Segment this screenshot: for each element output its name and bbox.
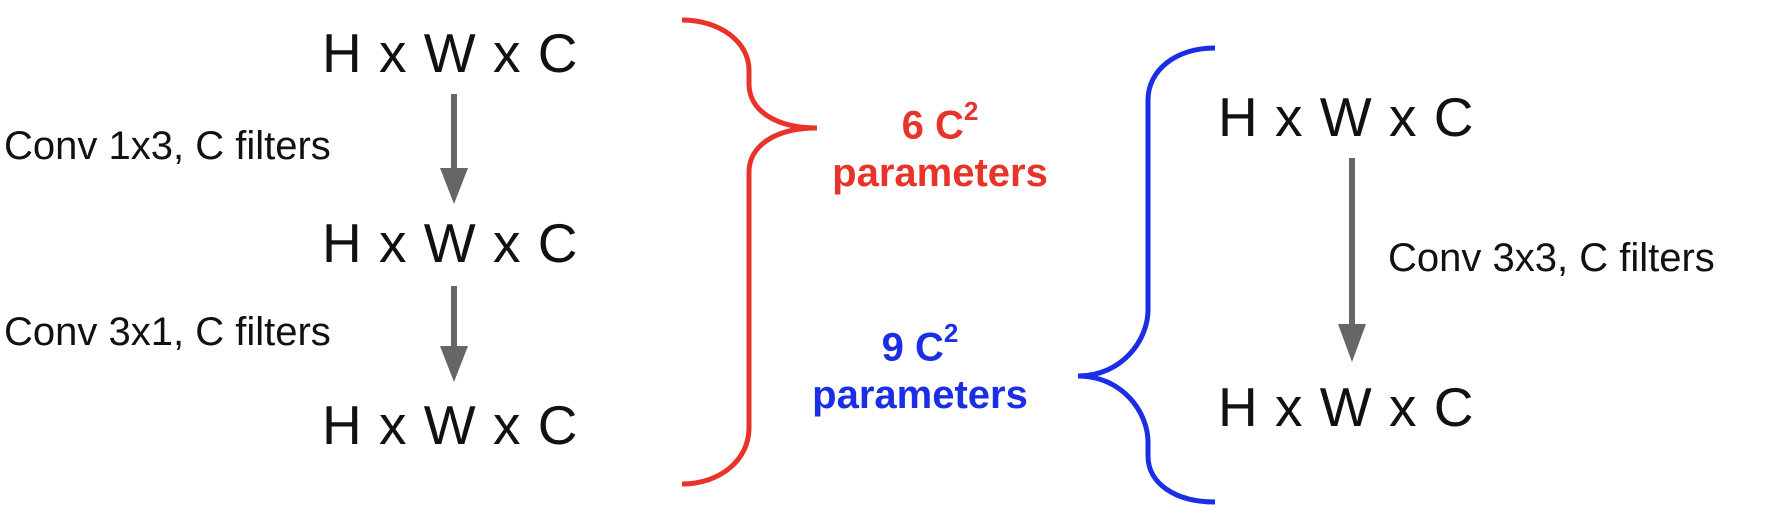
red-curly-brace [681,17,818,487]
arrow-down-icon [440,286,468,382]
shape-label: H x W x C [1218,376,1475,438]
param-coef: 9 C [881,325,944,370]
conv-op-label: Conv 1x3, C filters [4,124,331,168]
full-params: 9 C2 parameters [790,318,1050,419]
param-word: parameters [832,151,1048,196]
factorized-params: 6 C2 parameters [810,96,1070,197]
param-word: parameters [812,373,1028,418]
shape-label: H x W x C [322,212,579,274]
conv-op-label: Conv 3x1, C filters [4,310,331,354]
param-exponent: 2 [943,318,959,348]
conv-op-label: Conv 3x3, C filters [1388,236,1715,280]
param-coef: 6 C [901,103,964,148]
arrow-down-icon [1338,158,1366,362]
shape-label: H x W x C [322,394,579,456]
shape-label: H x W x C [1218,86,1475,148]
arrow-down-icon [440,94,468,204]
shape-label: H x W x C [322,22,579,84]
blue-curly-brace [1077,45,1216,505]
param-exponent: 2 [963,96,979,126]
